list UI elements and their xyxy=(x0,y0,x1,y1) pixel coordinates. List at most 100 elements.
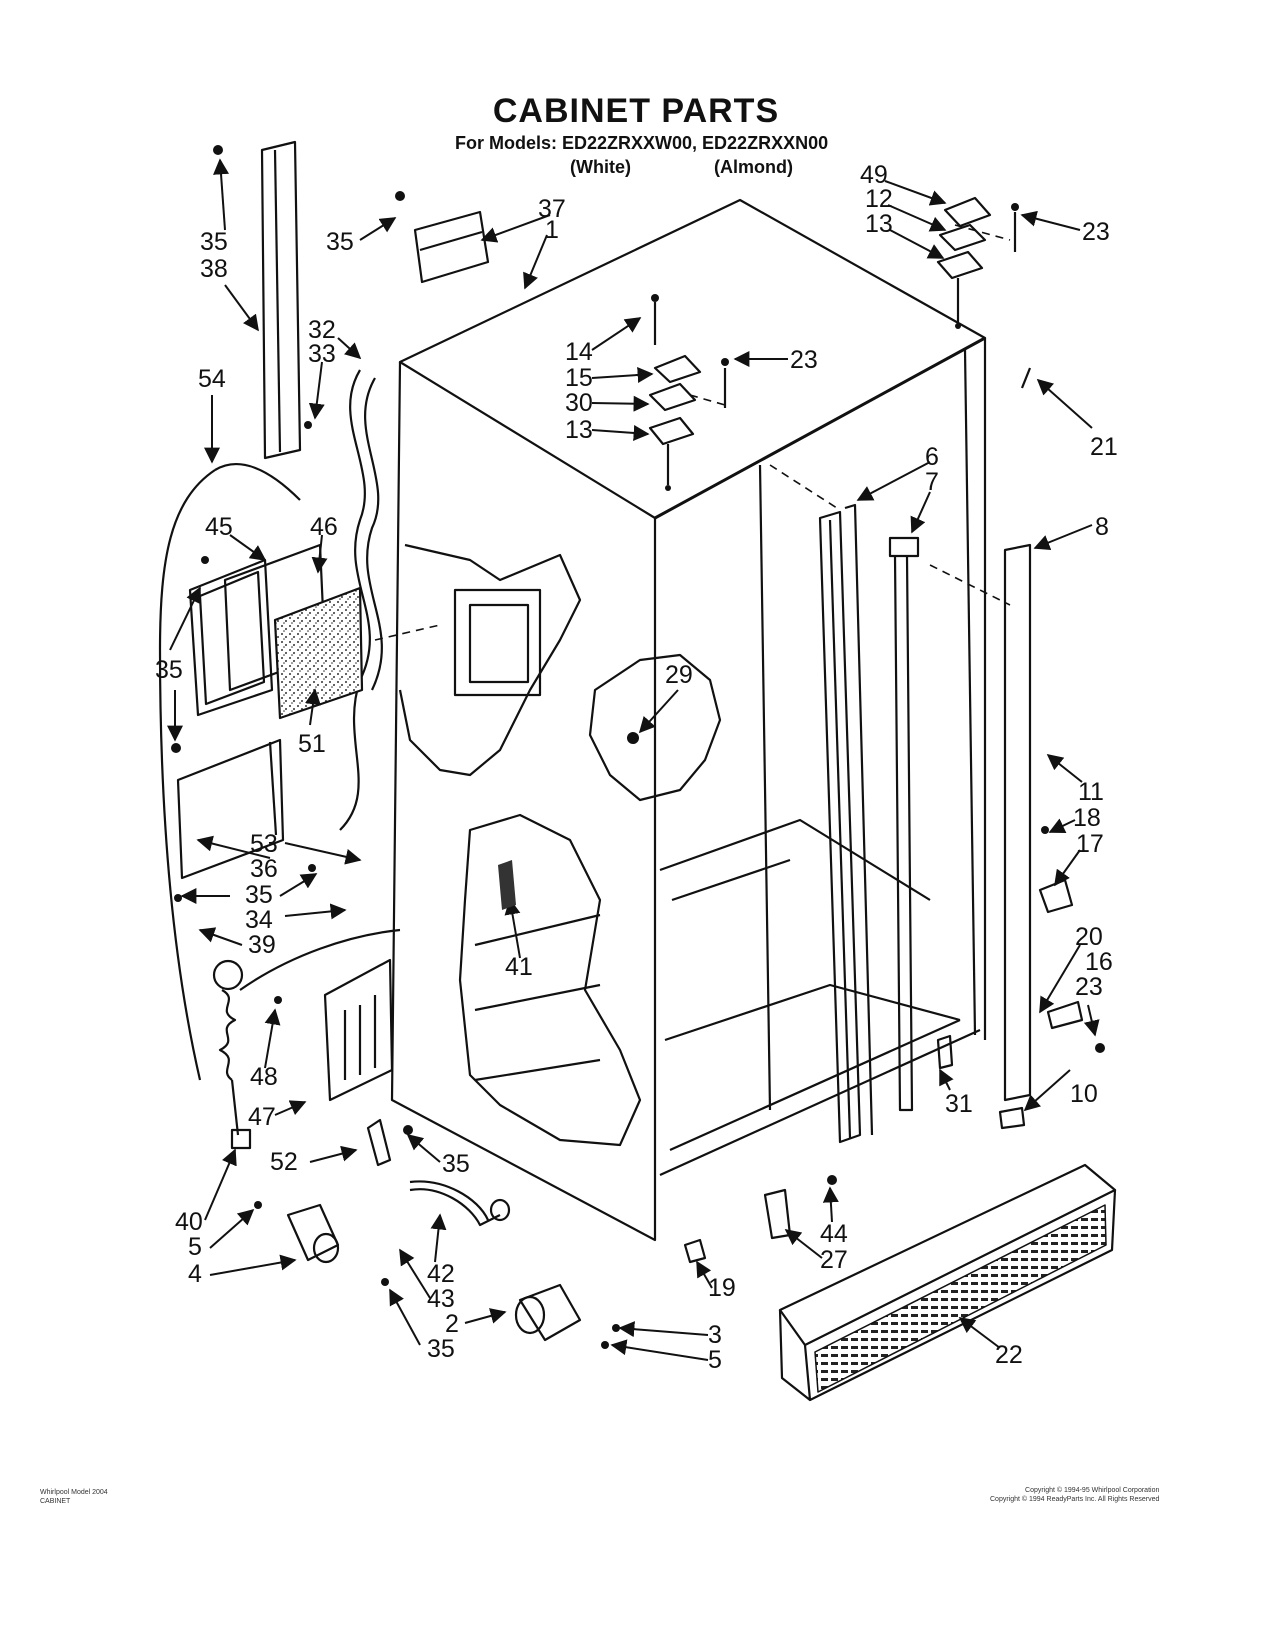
part-label-18: 18 xyxy=(1073,804,1101,832)
part-label-48: 48 xyxy=(250,1063,278,1091)
bracket-16 xyxy=(1046,1000,1084,1030)
part-label-38: 38 xyxy=(200,255,228,283)
screws xyxy=(171,145,1105,1349)
part-label-35: 35 xyxy=(442,1150,470,1178)
part-label-43: 43 xyxy=(427,1285,455,1313)
hinge-pin xyxy=(1020,367,1032,389)
part-label-41: 41 xyxy=(505,953,533,981)
rollers xyxy=(230,1128,340,1264)
part-label-12: 12 xyxy=(865,185,893,213)
insulation-pad xyxy=(273,586,364,720)
part-label-36: 36 xyxy=(250,855,278,883)
part-label-5: 5 xyxy=(708,1346,722,1374)
part-label-13: 13 xyxy=(865,210,893,238)
side-trim-strip xyxy=(1003,543,1032,1102)
part-label-8: 8 xyxy=(1095,513,1109,541)
part-label-51: 51 xyxy=(298,730,326,758)
part-label-17: 17 xyxy=(1076,830,1104,858)
part-label-54: 54 xyxy=(198,365,226,393)
part-label-52: 52 xyxy=(270,1148,298,1176)
top-trim-strip xyxy=(260,140,302,460)
part-label-32: 32 xyxy=(308,316,336,344)
part-label-42: 42 xyxy=(427,1260,455,1288)
diagram-title: CABINET PARTS xyxy=(492,92,780,130)
part-label-34: 34 xyxy=(245,906,273,934)
color-white-label: (White) xyxy=(570,157,631,177)
part-label-53: 53 xyxy=(250,830,278,858)
spring-41 xyxy=(498,860,516,910)
part-label-40: 40 xyxy=(175,1208,203,1236)
part-label-21: 21 xyxy=(1090,433,1118,461)
part-label-4: 4 xyxy=(188,1260,202,1288)
toe-grille xyxy=(778,1163,1117,1402)
footer-right-line: Copyright © 1994 ReadyParts Inc. All Rig… xyxy=(990,1496,1160,1503)
part-label-3: 3 xyxy=(708,1321,722,1349)
part-label-37: 37 xyxy=(538,195,566,223)
part-label-14: 14 xyxy=(565,338,593,366)
part-label-15: 15 xyxy=(565,364,593,392)
part-label-33: 33 xyxy=(308,340,336,368)
part-label-35: 35 xyxy=(155,656,183,684)
mullion-strip xyxy=(888,536,920,1112)
part-label-20: 20 xyxy=(1075,923,1103,951)
compressor-cover-plate xyxy=(323,958,394,1102)
part-label-23: 23 xyxy=(790,346,818,374)
part-label-44: 44 xyxy=(820,1220,848,1248)
refrigerant-tube xyxy=(239,928,401,991)
part-label-35: 35 xyxy=(427,1335,455,1363)
condenser-coil xyxy=(212,959,244,1136)
models-line: For Models: ED22ZRXXW00, ED22ZRXXN00 xyxy=(455,133,829,153)
rear-panel xyxy=(176,738,285,880)
part-label-6: 6 xyxy=(925,443,939,471)
part-label-30: 30 xyxy=(565,389,593,417)
part-label-35: 35 xyxy=(326,228,354,256)
part-label-45: 45 xyxy=(205,513,233,541)
door-liner-strip xyxy=(818,503,874,1144)
footer-left-line: CABINET xyxy=(40,1498,71,1505)
cabinet-cutaway-upper xyxy=(398,543,582,777)
footer-left-line: Whirlpool Model 2004 xyxy=(40,1489,108,1496)
cabinet-shell xyxy=(390,198,987,1242)
part-label-7: 7 xyxy=(925,468,939,496)
leader-lines xyxy=(167,158,1100,1361)
part-label-46: 46 xyxy=(310,513,338,541)
part-label-23: 23 xyxy=(1082,218,1110,246)
part-label-35: 35 xyxy=(245,881,273,909)
part-label-5: 5 xyxy=(188,1233,202,1261)
part-label-16: 16 xyxy=(1085,948,1113,976)
part-label-49: 49 xyxy=(860,161,888,189)
part-label-29: 29 xyxy=(665,661,693,689)
part-label-11: 11 xyxy=(1078,778,1104,806)
part-label-10: 10 xyxy=(1070,1080,1098,1108)
cabinet-cutaway-lower xyxy=(458,813,642,1147)
part-label-2: 2 xyxy=(445,1310,459,1338)
part-label-27: 27 xyxy=(820,1246,848,1274)
cabinet-cutaway-right xyxy=(588,653,722,802)
part-label-19: 19 xyxy=(708,1274,736,1302)
color-almond-label: (Almond) xyxy=(714,157,793,177)
part-label-13: 13 xyxy=(565,416,593,444)
part-label-47: 47 xyxy=(248,1103,276,1131)
top-hinge-right xyxy=(936,196,1017,322)
part-label-1: 1 xyxy=(545,216,559,244)
leveling-leg xyxy=(514,1283,582,1342)
assembly-guides xyxy=(374,224,1011,641)
footer-right: Copyright © 1994-95 Whirlpool Corporatio… xyxy=(990,1486,1159,1504)
wiring-harness xyxy=(158,369,383,1081)
footer-left: Whirlpool Model 2004 CABINET xyxy=(40,1488,108,1506)
top-hinge-left xyxy=(648,302,727,485)
clip-52 xyxy=(366,1118,392,1167)
cap-10 xyxy=(998,1106,1026,1130)
part-label-23: 23 xyxy=(1075,973,1103,1001)
part-labels: 35 38 35 37 1 32 33 54 45 46 35 51 53 36… xyxy=(155,161,1118,1374)
part-label-35: 35 xyxy=(200,228,228,256)
switch-31 xyxy=(936,1034,954,1070)
clip-19 xyxy=(683,1238,707,1264)
drain-tube xyxy=(409,1180,511,1227)
part-label-39: 39 xyxy=(248,931,276,959)
footer-right-line: Copyright © 1994-95 Whirlpool Corporatio… xyxy=(1025,1487,1160,1494)
top-bracket xyxy=(413,210,490,284)
part-label-22: 22 xyxy=(995,1341,1023,1369)
part-label-31: 31 xyxy=(945,1090,973,1118)
